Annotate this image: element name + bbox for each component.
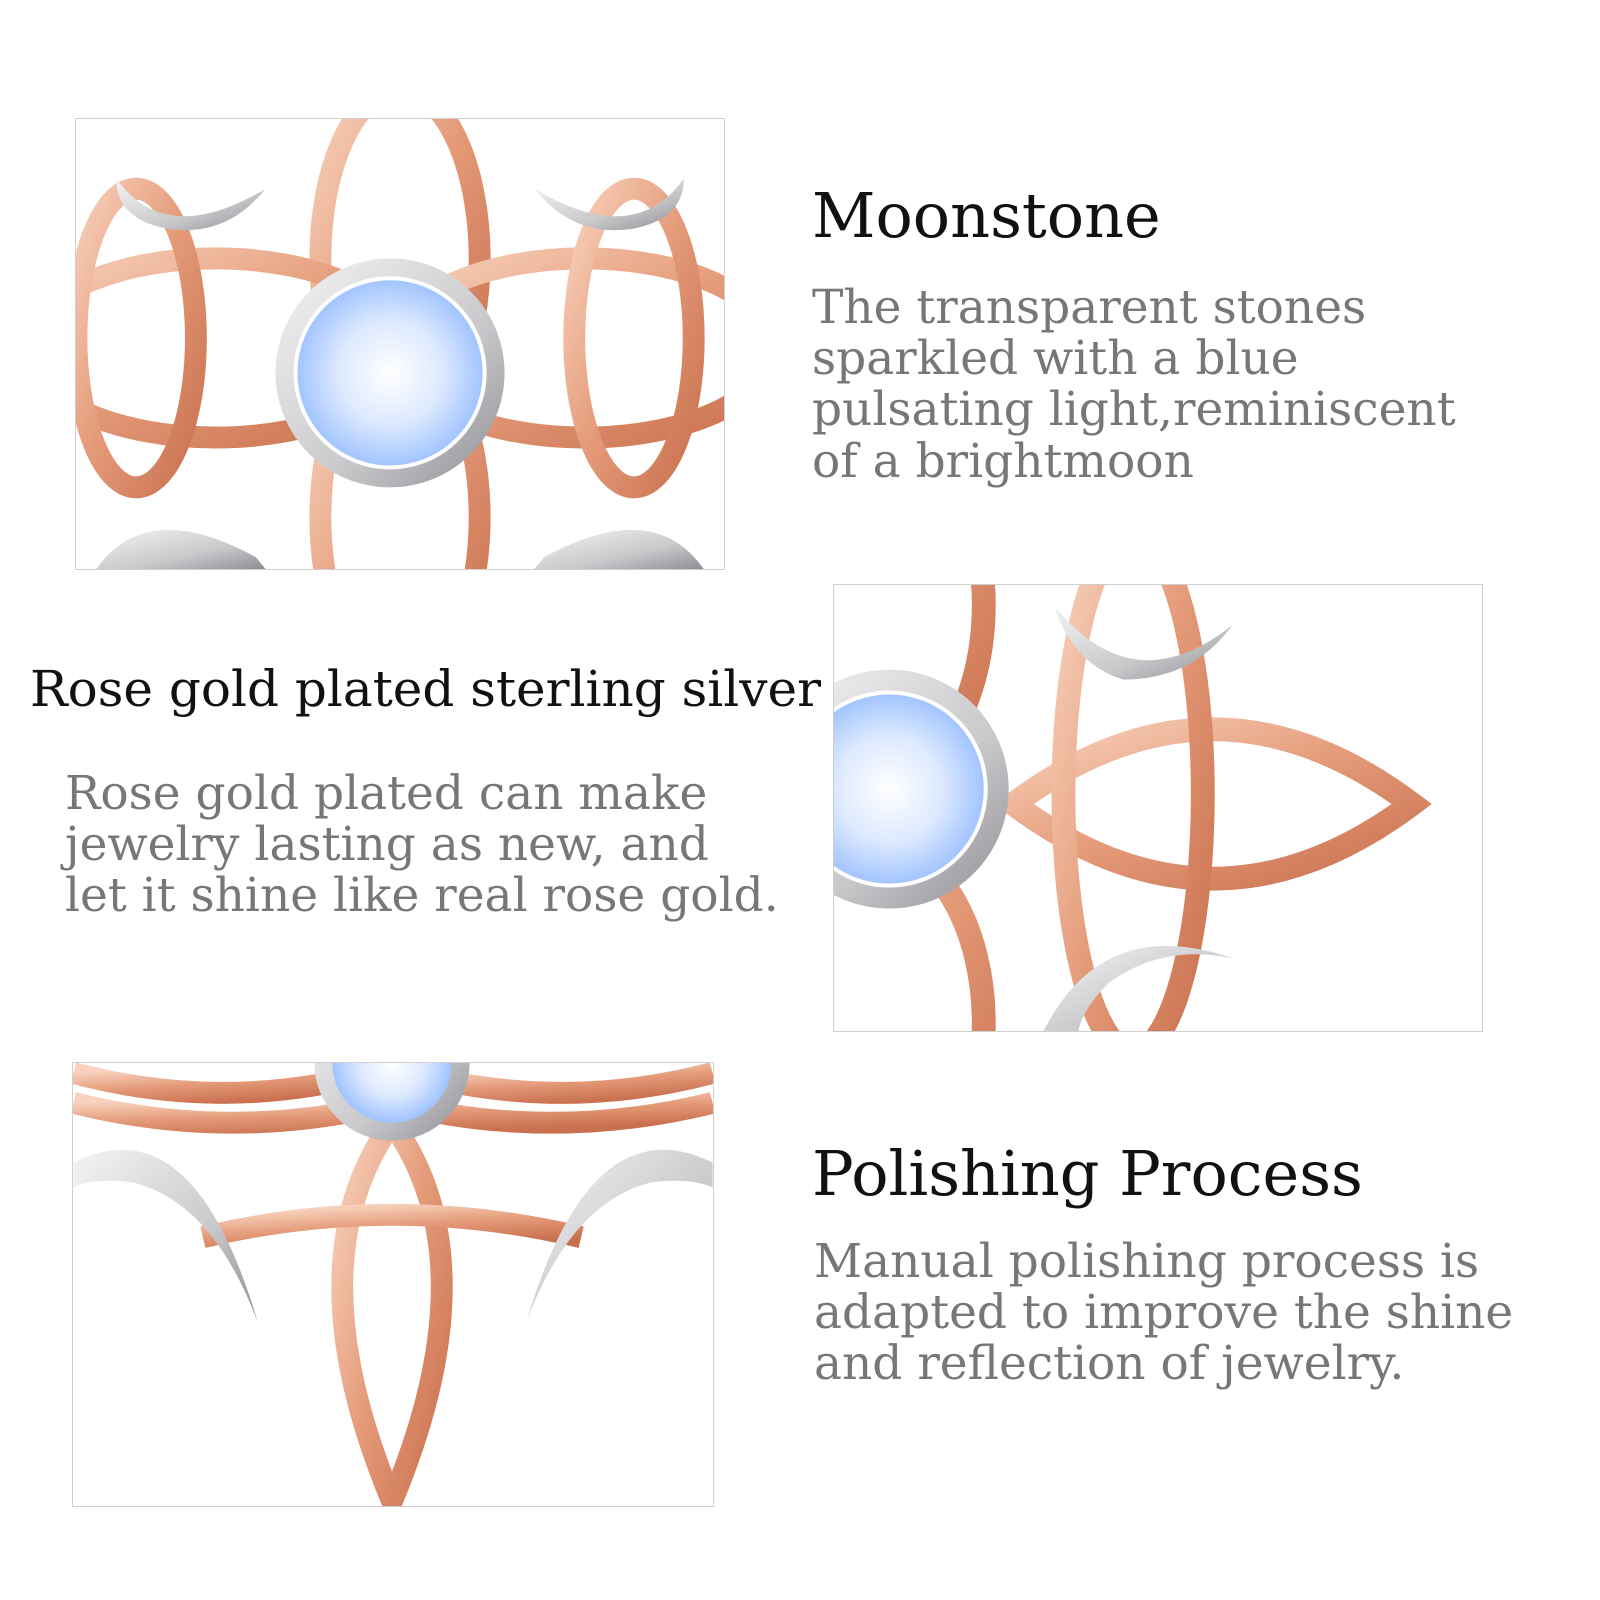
moonstone-closeup-photo [75,118,725,570]
rose-gold-title: Rose gold plated sterling silver [30,660,821,718]
polishing-description: Manual polishing process is adapted to i… [814,1234,1514,1392]
moonstone-pendant-image [76,119,724,569]
rose-gold-pendant-image [834,585,1432,1031]
polishing-title: Polishing Process [812,1137,1363,1210]
rose-gold-description: Rose gold plated can make jewelry lastin… [65,766,779,924]
polishing-closeup-photo [72,1062,714,1507]
moonstone-description: The transparent stones sparkled with a b… [812,280,1456,489]
polishing-pendant-image [73,1063,713,1506]
rose-gold-closeup-photo [833,584,1483,1032]
moonstone-title: Moonstone [812,179,1161,252]
